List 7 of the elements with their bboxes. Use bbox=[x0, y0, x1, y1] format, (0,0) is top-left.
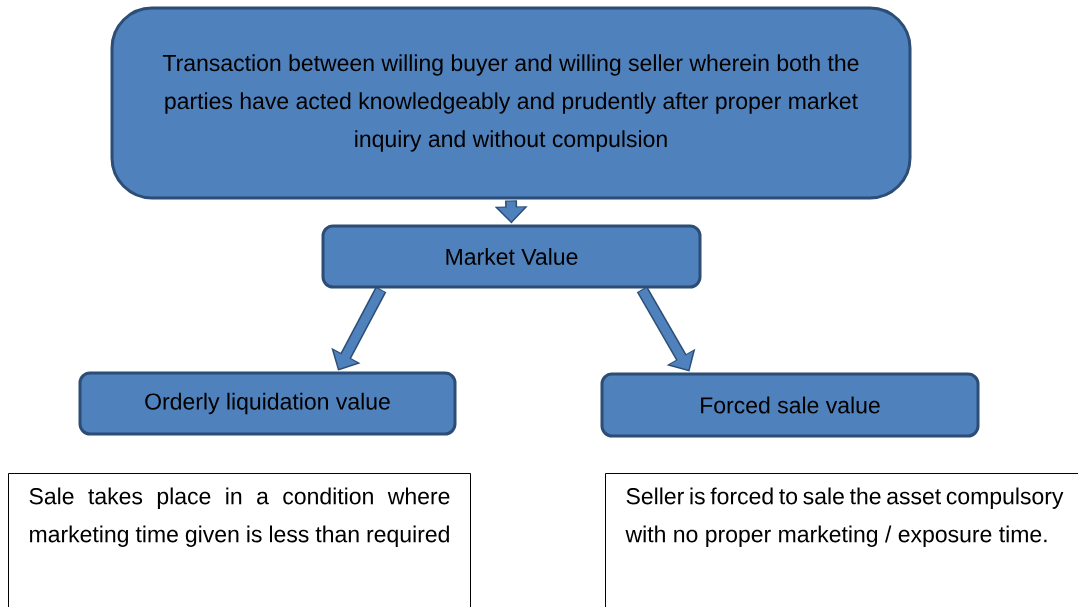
rounded-box: Transaction between willing buyer and willing seller wherein both the parties have acted knowledgeably and prudently after proper market inquiry and without compulsion bbox=[110, 6, 912, 200]
block-arrow bbox=[636, 286, 696, 372]
text-box: Sale takes place in a condition where marketing time given is less than required bbox=[8, 473, 471, 607]
process-box: Market Value bbox=[321, 224, 702, 289]
text-box: Seller is forced to sale the asset compulsory with no proper marketing / exposure time. bbox=[605, 473, 1078, 607]
process-box: Forced sale value bbox=[600, 372, 980, 438]
process-box: Orderly liquidation value bbox=[78, 371, 457, 436]
